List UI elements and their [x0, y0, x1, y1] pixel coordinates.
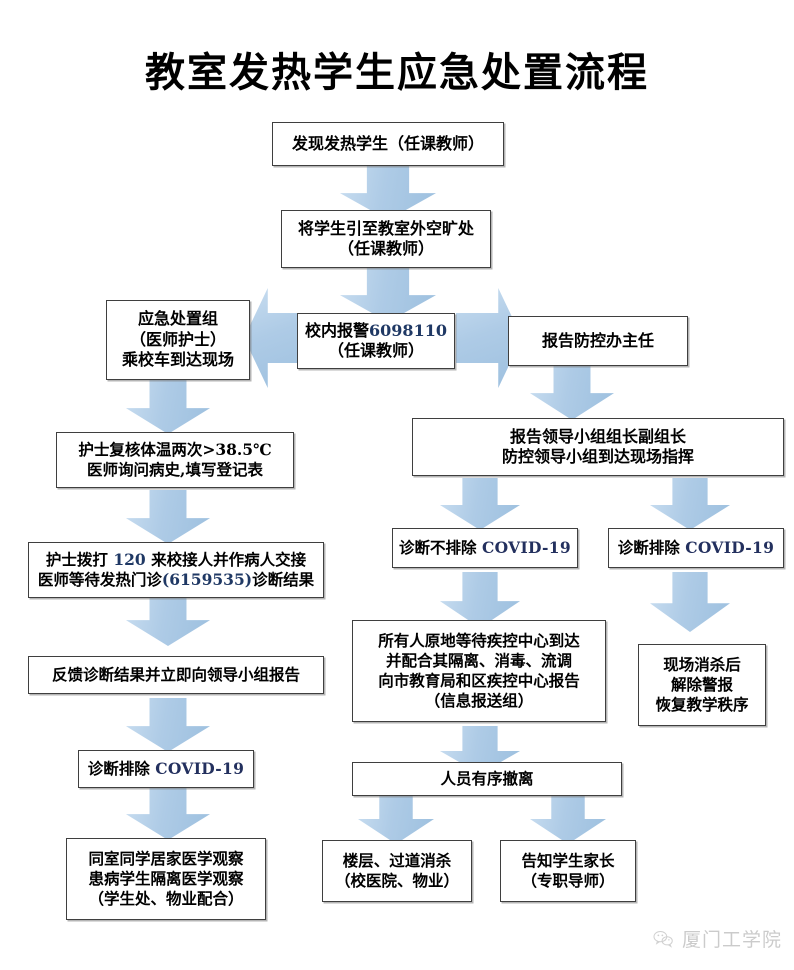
- arrow-excluded-left-to-home-observe: [126, 786, 210, 840]
- node-diagnosis-excluded-right[interactable]: 诊断排除 COVID-19: [608, 528, 784, 568]
- covid-label: COVID-19: [685, 538, 775, 558]
- node-text-line3: 乘校车到达现场: [121, 350, 234, 370]
- node-campus-alarm[interactable]: 校内报警6098110 （任课教师）: [297, 313, 455, 369]
- arrow-call120-to-feedback: [126, 592, 210, 646]
- node-text-line4: （信息报送组）: [424, 690, 534, 710]
- node-text-line2: 并配合其隔离、消毒、流调: [385, 651, 572, 671]
- arrow-recheck-to-call120: [126, 490, 210, 544]
- node-wait-for-cdc[interactable]: 所有人原地等待疾控中心到达 并配合其隔离、消毒、流调 向市教育局和区疾控中心报告…: [352, 620, 606, 722]
- node-text-line2: 患病学生隔离医学观察: [88, 869, 244, 889]
- node-text-line2: （专职导师）: [521, 871, 615, 890]
- node-text-line2: 医师询问病史,填写登记表: [87, 460, 263, 479]
- node-lead-student-outside[interactable]: 将学生引至教室外空旷处 （任课教师）: [281, 210, 491, 268]
- node-text-line3: 恢复教学秩序: [655, 694, 749, 714]
- node-discover-fever-student[interactable]: 发现发热学生（任课教师）: [272, 122, 504, 166]
- node-text-line1: 告知学生家长: [521, 851, 615, 871]
- node-text-line2: （任课教师）: [327, 341, 424, 360]
- node-diagnosis-not-excluded[interactable]: 诊断不排除 COVID-19: [392, 528, 578, 568]
- node-text: 诊断排除 COVID-19: [617, 538, 775, 558]
- covid-label: COVID-19: [481, 538, 571, 558]
- node-text-line1: 将学生引至教室外空旷处: [297, 218, 474, 238]
- wechat-icon: [653, 930, 673, 948]
- node-diagnosis-excluded-left[interactable]: 诊断排除 COVID-19: [78, 750, 254, 788]
- watermark-label: 厦门工学院: [681, 929, 782, 951]
- node-recheck-temperature[interactable]: 护士复核体温两次>38.5℃ 医师询问病史,填写登记表: [56, 432, 294, 488]
- node-text-line1: 同室同学居家医学观察: [88, 849, 244, 869]
- node-report-leader-group-heads[interactable]: 报告领导小组组长副组长 防控领导小组到达现场指挥: [412, 418, 784, 476]
- node-text: 反馈诊断结果并立即向领导小组报告: [51, 665, 300, 685]
- node-text: 发现发热学生（任课教师）: [291, 133, 484, 153]
- node-text-line2: 防控领导小组到达现场指挥: [501, 447, 694, 466]
- covid-label: COVID-19: [155, 759, 245, 779]
- node-text-line1: 楼层、过道消杀: [342, 851, 452, 871]
- arrow-report-office-to-leaders: [530, 364, 614, 420]
- node-text-line1: 所有人原地等待疾控中心到达: [378, 631, 580, 651]
- node-text-line2: 解除警报: [670, 675, 733, 695]
- watermark: 厦门工学院: [653, 925, 782, 952]
- arrow-emergency-team-to-recheck: [126, 380, 210, 434]
- node-text: 诊断排除 COVID-19: [87, 759, 245, 779]
- arrow-orderly-exit-to-notify-parents: [530, 792, 606, 844]
- node-text: 人员有序撤离: [440, 769, 534, 789]
- node-notify-parents[interactable]: 告知学生家长 （专职导师）: [500, 840, 636, 902]
- fever-clinic-number: (6159535): [161, 570, 253, 589]
- node-text-line2: （任课教师）: [337, 239, 434, 258]
- node-text-line3: （学生处、物业配合）: [88, 888, 244, 908]
- node-text-line1: 护士复核体温两次>38.5℃: [78, 440, 272, 460]
- alarm-phone-number: 6098110: [369, 320, 447, 340]
- node-text-line2: （校医院、物业）: [334, 871, 459, 890]
- node-text-line2: 医师等待发热门诊(6159535)诊断结果: [37, 570, 315, 589]
- node-home-medical-observation[interactable]: 同室同学居家医学观察 患病学生隔离医学观察 （学生处、物业配合）: [66, 838, 266, 920]
- page-title: 教室发热学生应急处置流程: [145, 49, 649, 96]
- node-site-disinfection-complete[interactable]: 现场消杀后 解除警报 恢复教学秩序: [638, 644, 766, 726]
- node-feedback-to-leader-group[interactable]: 反馈诊断结果并立即向领导小组报告: [28, 656, 324, 694]
- node-floor-corridor-disinfection[interactable]: 楼层、过道消杀 （校医院、物业）: [322, 840, 472, 902]
- node-text-line1: 校内报警6098110: [305, 320, 447, 340]
- node-text: 诊断不排除 COVID-19: [399, 538, 571, 558]
- arrow-leaders-to-not-excluded: [440, 478, 520, 530]
- arrow-feedback-to-excluded-left: [126, 698, 210, 752]
- node-text-line2: （医师护士）: [129, 329, 226, 349]
- arrow-excluded-right-to-disinfect: [650, 572, 730, 632]
- arrow-orderly-exit-to-floor-disinfect: [358, 792, 434, 844]
- emergency-number: 120: [113, 550, 146, 570]
- node-report-prevention-office-director[interactable]: 报告防控办主任: [508, 316, 688, 366]
- node-text-line1: 报告领导小组组长副组长: [509, 426, 686, 446]
- node-text: 报告防控办主任: [541, 330, 654, 350]
- node-call-120-ambulance[interactable]: 护士拨打 120 来校接人并作病人交接 医师等待发热门诊(6159535)诊断结…: [28, 542, 324, 598]
- node-emergency-response-team[interactable]: 应急处置组 （医师护士） 乘校车到达现场: [106, 300, 250, 380]
- node-text-line1: 应急处置组: [137, 309, 218, 329]
- node-text-line3: 向市教育局和区疾控中心报告: [378, 671, 580, 690]
- node-orderly-evacuation[interactable]: 人员有序撤离: [352, 762, 622, 796]
- arrow-leaders-to-excluded-right: [650, 478, 730, 530]
- node-text-line1: 护士拨打 120 来校接人并作病人交接: [45, 550, 307, 570]
- node-text-line1: 现场消杀后: [663, 655, 741, 675]
